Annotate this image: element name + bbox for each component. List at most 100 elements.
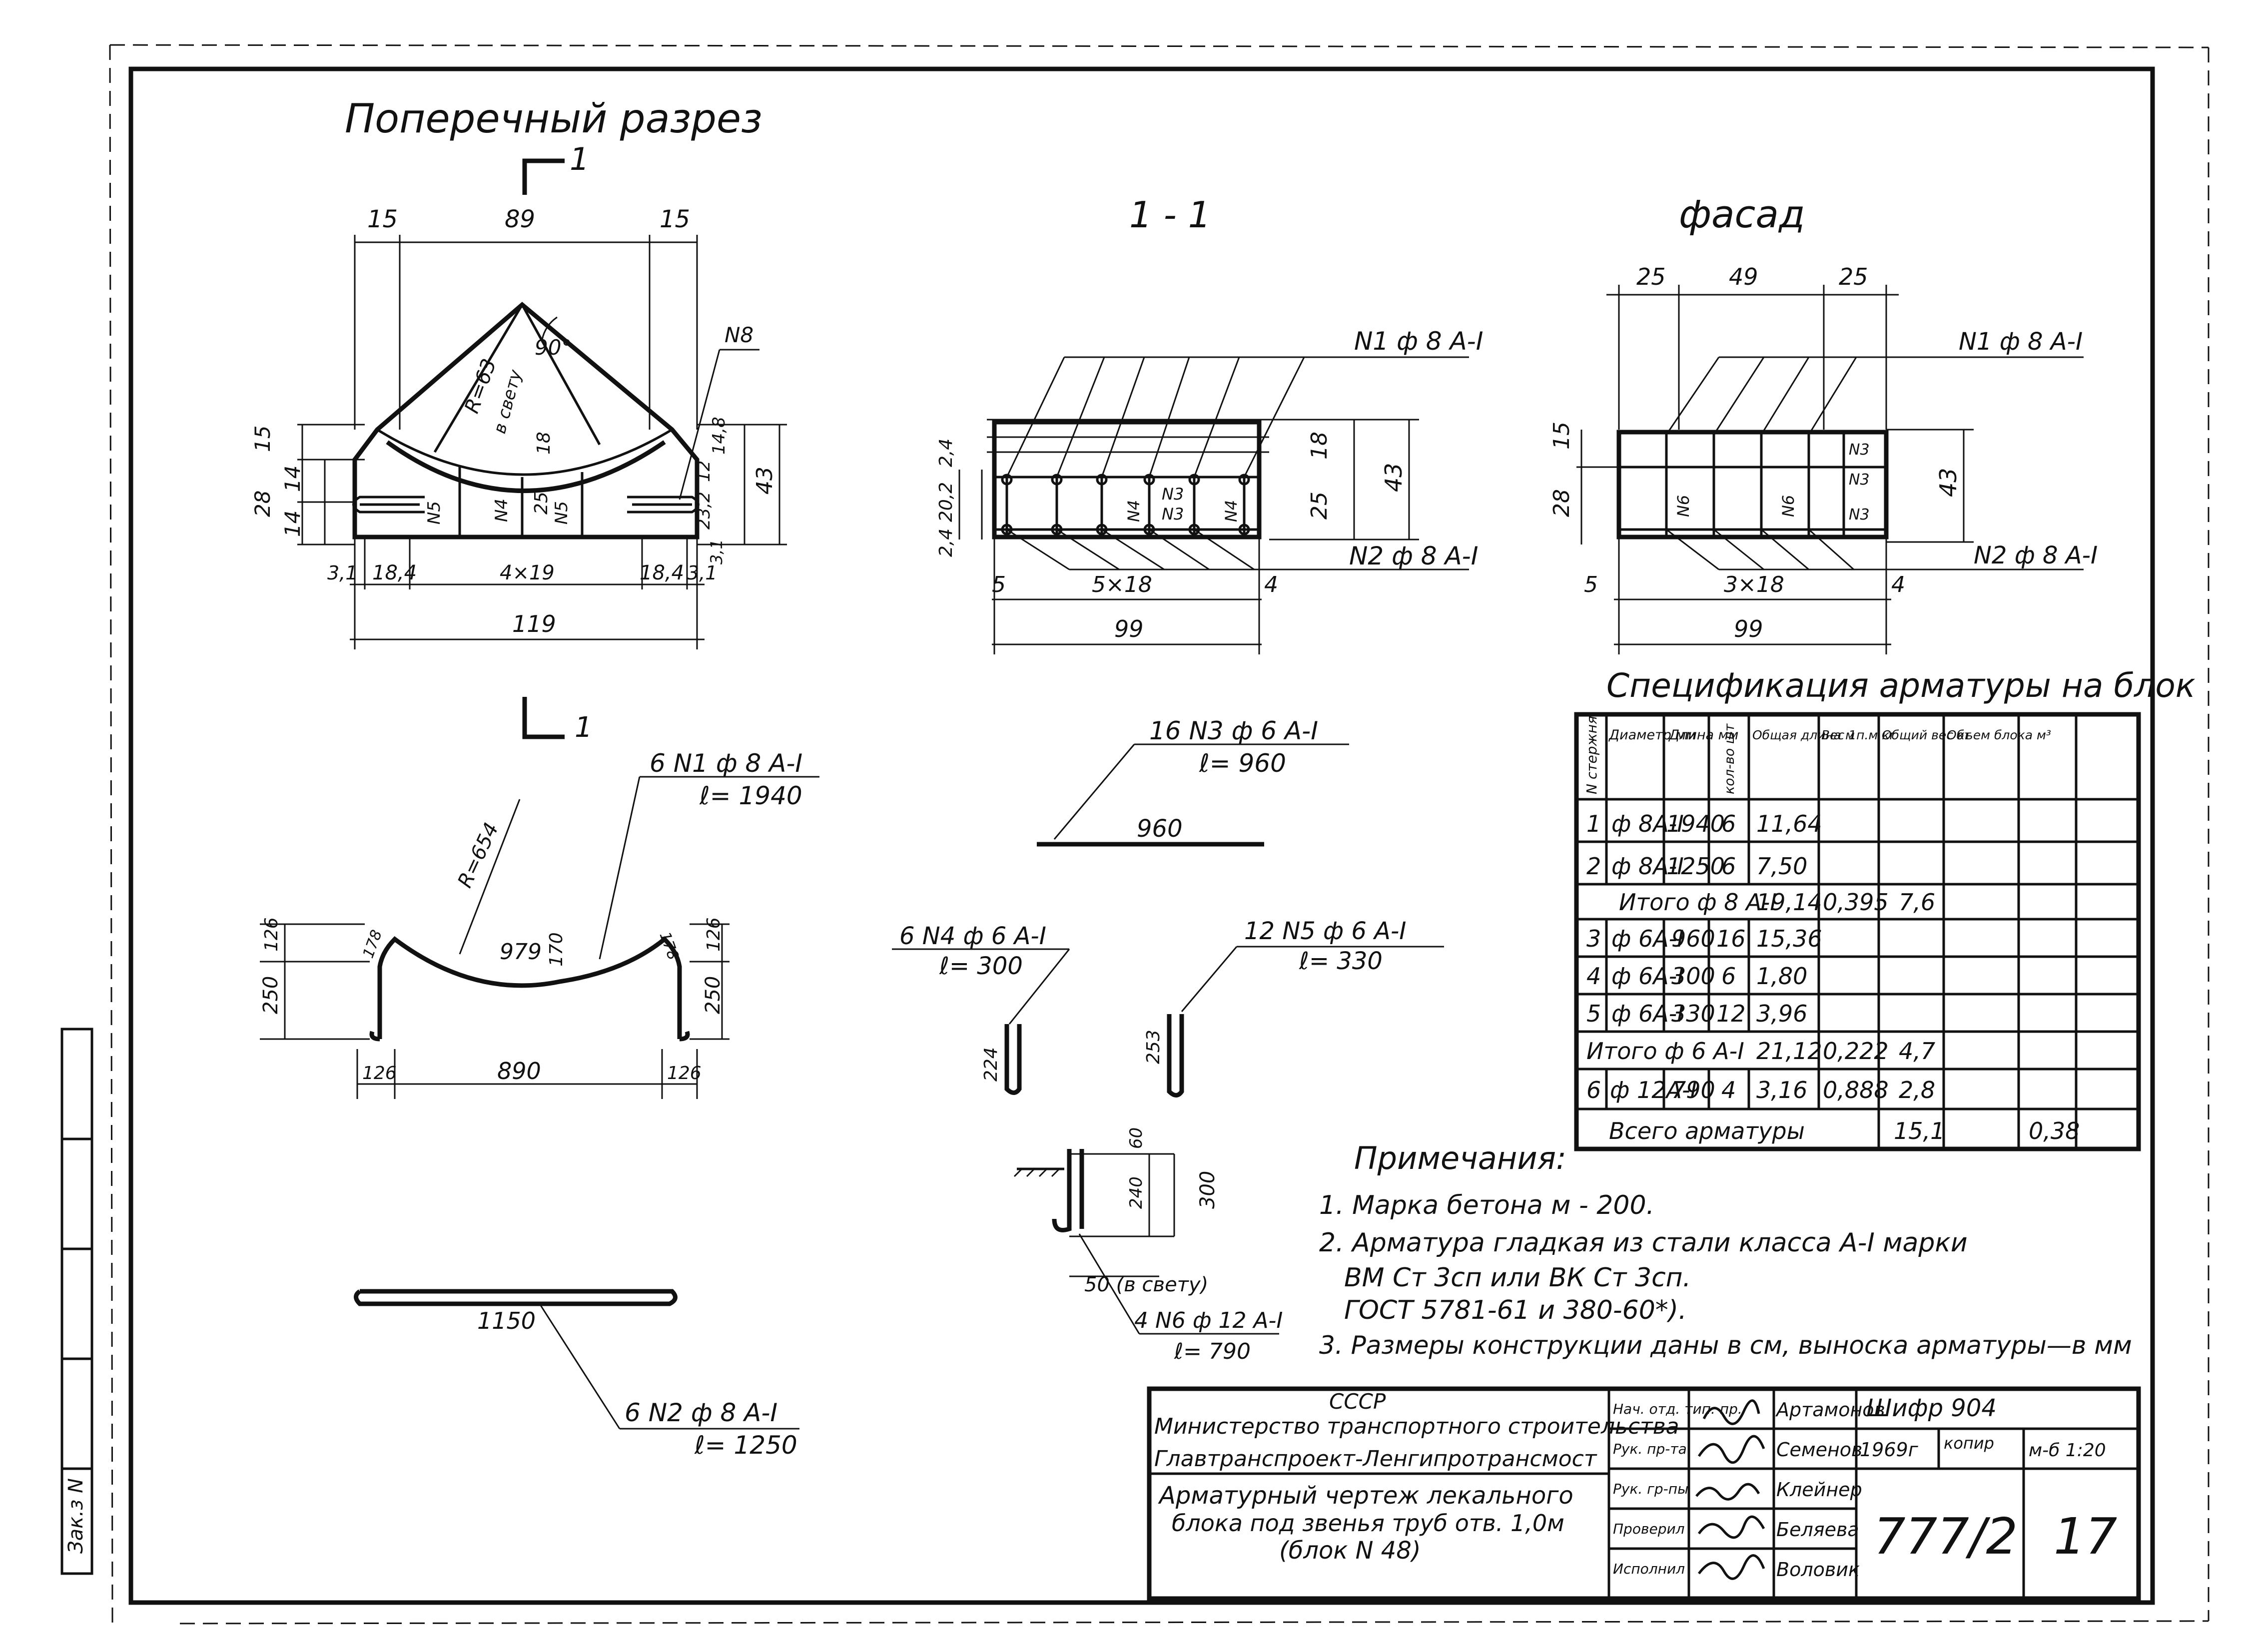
bar-n1-label: 6 N1 ф 8 A-I: [650, 749, 802, 778]
tb-role-4: Проверил: [1613, 1521, 1685, 1537]
bar-n4-detail: 6 N4 ф 6 A-I ℓ= 300 224: [892, 922, 1070, 1095]
facade-bar-bottom: N2 ф 8 A-I: [1974, 542, 2098, 569]
spec-r2-total: 7,50: [1756, 853, 1807, 880]
spec-r3-len: 960: [1671, 925, 1715, 952]
spec-r6-weight: 2,8: [1899, 1077, 1935, 1103]
cs-bar-n8: N8: [725, 323, 753, 347]
facade-inner-n3c: N3: [1849, 506, 1870, 524]
spec-r4-len: 300: [1671, 963, 1715, 990]
spec-r1-len: 1940: [1666, 810, 1725, 837]
tb-signature-2: [1697, 1435, 1765, 1464]
spec-r4-qty: 6: [1721, 963, 1736, 990]
tb-name-5: Воловик: [1776, 1559, 1860, 1581]
tb-sheet: 17: [2054, 1507, 2117, 1566]
s11-bar-bottom: N2 ф 8 A-I: [1349, 542, 1478, 570]
cs-loop-right: [627, 496, 700, 514]
bar-n1-dim-979: 979: [500, 939, 542, 965]
facade-total-dim: 99: [1734, 615, 1763, 642]
facade-right-dim-43: 43: [1935, 468, 1962, 497]
bar-n3-dim: 960: [1137, 815, 1183, 843]
spec-header-diameter: Диаметр мм: [1608, 727, 1696, 743]
facade-leaders-top: [1665, 356, 2084, 435]
bar-n1-dim-250-left: 250: [259, 976, 282, 1014]
facade-inner-n3b: N3: [1849, 471, 1870, 489]
s11-right-dim-18: 18: [1307, 432, 1332, 460]
cs-bottom-dim-18-4-right: 18,4: [640, 561, 684, 584]
bar-n1-dim-170: 170: [546, 932, 567, 967]
cs-left-dim-15: 15: [250, 426, 275, 452]
bar-n6-dim-60: 60: [1126, 1127, 1146, 1149]
spec-total-8-unit: 0,395: [1823, 889, 1889, 916]
facade-bottom-dim-3x18: 3×18: [1724, 572, 1784, 597]
spec-grand-label: Всего арматуры: [1609, 1117, 1805, 1144]
tb-role-1: Нач. отд. тип. пр.: [1613, 1401, 1742, 1417]
bar-n4-length: ℓ= 300: [939, 952, 1023, 980]
cut-mark-bottom: [522, 697, 565, 739]
note-line-3: ВМ Ст 3сп или ВК Ст 3сп.: [1344, 1263, 1691, 1293]
spec-grand-volume: 0,38: [2029, 1117, 2080, 1144]
tb-name-2: Семенов: [1776, 1439, 1862, 1461]
spec-r4-n: 4: [1586, 963, 1601, 990]
bar-n6-clear: 50 (в свету): [1084, 1273, 1208, 1296]
facade-bar-top: N1 ф 8 A-I: [1959, 328, 2083, 356]
tb-title-2: блока под звенья труб отв. 1,0м: [1172, 1510, 1564, 1537]
spec-r1-n: 1: [1586, 810, 1601, 837]
cs-inner-dim-18: 18: [534, 432, 554, 455]
spec-r1-dia: ф 8A-I: [1611, 810, 1684, 837]
bar-n1-detail: 6 N1 ф 8 A-I ℓ= 1940 R=654 126 250 178 9…: [259, 749, 819, 1099]
cs-left-dim-28: 28: [250, 491, 275, 517]
spec-r6-qty: 4: [1721, 1077, 1736, 1103]
outer-frame-top: [109, 44, 2209, 48]
s11-left-dim-2-4b: 2,4: [936, 529, 956, 557]
cs-right-dim-3-1: 3,1: [707, 539, 726, 564]
tb-signature-4: [1697, 1515, 1765, 1539]
spec-total-6-label: Итого ф 6 A-I: [1586, 1038, 1744, 1065]
spec-total-6-unit: 0,222: [1823, 1038, 1889, 1065]
s11-left-dim-20-2: 20,2: [936, 482, 956, 522]
bar-n3-detail: 16 N3 ф 6 A-I ℓ= 960 960: [1037, 716, 1349, 847]
facade-dim-top-right: 25: [1839, 263, 1868, 290]
bar-n2-dim: 1150: [477, 1307, 536, 1334]
facade-dim-top-left: 25: [1636, 263, 1666, 290]
bar-n4-dim: 224: [981, 1047, 1001, 1082]
cs-bar-n5-left: N5: [424, 501, 444, 525]
s11-right-dim-25: 25: [1307, 492, 1332, 520]
facade-left-dim-28: 28: [1549, 489, 1574, 517]
spec-r3-total: 15,36: [1756, 925, 1822, 952]
bar-n2-length: ℓ= 1250: [694, 1431, 797, 1460]
tb-title-1: Арматурный чертеж лекального: [1158, 1482, 1573, 1510]
cs-dim-top-right: 15: [660, 205, 690, 233]
cross-section-view: Поперечный разрез 1 15 89 15 90° R=63 в …: [250, 95, 787, 744]
spec-title: Спецификация арматуры на блок: [1606, 666, 2196, 705]
cut-mark-top: [522, 158, 565, 195]
s11-inner-n4a: N4: [1124, 500, 1143, 522]
tb-signature-1: [1702, 1399, 1760, 1425]
spec-r2-dia: ф 8A-I: [1611, 853, 1684, 880]
spec-r3-n: 3: [1586, 925, 1601, 952]
side-stamp: Зак.з N: [60, 1028, 93, 1575]
outer-frame-bottom: [179, 1620, 2209, 1625]
bar-n3-length: ℓ= 960: [1199, 749, 1286, 778]
bar-n6-length: ℓ= 790: [1174, 1339, 1251, 1364]
cut-mark-bottom-label: 1: [575, 711, 593, 744]
spec-r5-total: 3,96: [1756, 1000, 1807, 1027]
cs-inner-arc: [386, 440, 666, 493]
bar-n2-shape: [354, 1289, 678, 1306]
bar-n1-dim-890: 890: [497, 1058, 541, 1085]
bar-n5-dim: 253: [1143, 1030, 1164, 1064]
spec-header-qty: кол-во шт: [1722, 723, 1737, 794]
facade-bottom-dim-4: 4: [1891, 572, 1905, 597]
bar-n5-detail: 12 N5 ф 6 A-I ℓ= 330 253: [1143, 917, 1444, 1098]
cs-right-dim-12: 12: [694, 461, 714, 482]
cut-mark-top-label: 1: [570, 141, 589, 177]
cs-bar-n5-right: N5: [552, 501, 572, 525]
spec-r3-qty: 16: [1716, 925, 1746, 952]
s11-bottom-dim-5x18: 5×18: [1092, 572, 1152, 597]
tb-org-2: Министерство транспортного строительства: [1154, 1414, 1679, 1439]
bar-n1-dim-126-br: 126: [667, 1063, 702, 1084]
facade-inner-n6b: N6: [1779, 495, 1798, 517]
facade-view: фасад 25 49 25 N6 N6 N3 N3 N3 N1 ф 8 A-I: [1549, 192, 2098, 654]
spec-r6-len: 790: [1671, 1077, 1715, 1103]
cs-loop-left: [352, 496, 425, 514]
